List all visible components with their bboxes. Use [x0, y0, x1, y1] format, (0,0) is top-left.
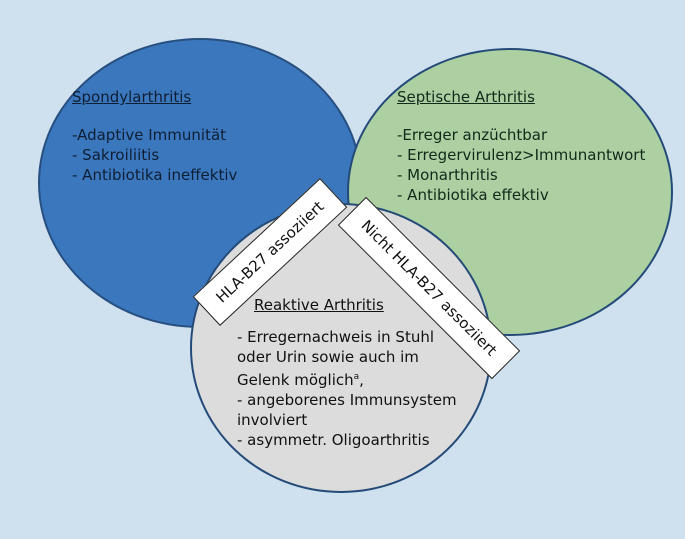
reactive-arthritis-title: Reaktive Arthritis [254, 296, 384, 314]
spondylarthritis-text: Spondylarthritis -Adaptive Immunität - S… [72, 87, 237, 185]
reactive-arthritis-item: Gelenk möglich [237, 371, 354, 389]
septic-arthritis-title: Septische Arthritis [397, 88, 535, 106]
reactive-arthritis-item: - asymmetr. Oligoarthritis [237, 431, 430, 449]
reactive-arthritis-item-with-footnote: Gelenk möglicha, [237, 367, 457, 390]
footnote-trailing-comma: , [359, 371, 364, 389]
septic-arthritis-item: - Monarthritis [397, 166, 498, 184]
septic-arthritis-text: Septische Arthritis -Erreger anzüchtbar … [397, 87, 645, 205]
spondylarthritis-item: -Adaptive Immunität [72, 126, 227, 144]
septic-arthritis-item: - Erregervirulenz>Immunantwort [397, 146, 646, 164]
spondylarthritis-title: Spondylarthritis [72, 88, 192, 106]
septic-arthritis-item: -Erreger anzüchtbar [397, 126, 548, 144]
spondylarthritis-item: - Antibiotika ineffektiv [72, 166, 238, 184]
reactive-arthritis-item: - angeborenes Immunsystem [237, 391, 457, 409]
spondylarthritis-item: - Sakroiliitis [72, 146, 160, 164]
footnote-marker: a [353, 372, 360, 382]
reactive-arthritis-item: involviert [237, 411, 308, 429]
reactive-arthritis-item: - Erregernachweis in Stuhl [237, 328, 435, 346]
reactive-arthritis-text: Reaktive Arthritis - Erregernachweis in … [237, 295, 457, 450]
reactive-arthritis-item: oder Urin sowie auch im [237, 348, 419, 366]
septic-arthritis-item: - Antibiotika effektiv [397, 186, 549, 204]
